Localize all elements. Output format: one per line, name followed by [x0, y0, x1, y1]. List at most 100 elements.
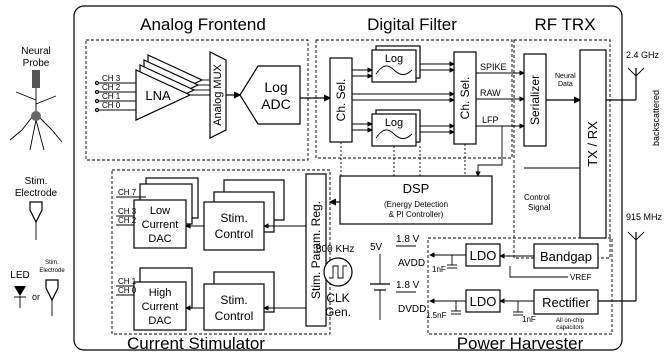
antenna-915mhz-icon [627, 231, 645, 301]
log-filter-bottom: Log [371, 109, 421, 147]
v5-label: 5V [370, 242, 383, 253]
neural-probe-label-2: Probe [23, 58, 50, 69]
digital-filter-title: Digital Filter [367, 15, 457, 34]
chip-boundary [73, 5, 623, 351]
dvdd-label: DVDD [398, 304, 426, 315]
clk-gen-label-1: CLK [326, 291, 349, 305]
power-harvester-box [427, 237, 613, 335]
tx-rx-label: TX / RX [585, 121, 600, 167]
ch-sel-left-label: Ch. Sel. [334, 79, 348, 122]
stim-control-high-label-2: Control [215, 309, 254, 323]
stim-control-low: Stim. Control [203, 179, 285, 251]
avdd-label: AVDD [398, 258, 425, 269]
ldo-bottom-label: LDO [470, 294, 497, 309]
analog-mux [209, 51, 227, 139]
cap-1nf-label: 1nF [432, 265, 446, 274]
low-dac-label-3: DAC [148, 233, 171, 245]
avdd-voltage: 1.8 V [396, 234, 420, 245]
ch3-label: CH 3 [102, 74, 121, 83]
antenna-24ghz-icon [627, 67, 645, 100]
control-signal-label-1: Control [524, 193, 550, 202]
cap-15nf-label: 1.5nF [426, 311, 447, 320]
backscattered-label: backscattered [651, 90, 661, 146]
log-adc-label-1: Log [264, 79, 287, 95]
clk-gen-label-2: Gen. [325, 305, 351, 319]
dvdd-voltage: 1.8 V [396, 280, 420, 291]
stim-electrode-icon [29, 201, 43, 224]
current-stimulator-title: Current Stimulator [127, 334, 265, 352]
ldo-top-label: LDO [470, 248, 497, 263]
power-harvester-title: Power Harvester [457, 334, 584, 352]
stim-control-low-label-2: Control [215, 227, 254, 241]
freq-24ghz-label: 2.4 GHz [626, 50, 660, 60]
current-stimulator-box [111, 169, 331, 335]
high-dac-label-1: High [149, 287, 172, 299]
bandgap-block [533, 243, 599, 269]
ch7-label: CH 7 [118, 188, 137, 197]
stim-ch3-label: CH 3 [118, 207, 137, 216]
stim-param-reg [305, 173, 327, 327]
clk-freq-label: 800 KHz [316, 244, 354, 255]
neural-probe-label-1: Neural [21, 46, 50, 57]
freq-915mhz-label: 915 MHz [626, 212, 663, 222]
ch0-label: CH 0 [102, 101, 121, 110]
high-dac-label-3: DAC [148, 315, 171, 327]
lfp-label: LFP [482, 115, 499, 125]
analog-mux-label: Analog MUX [212, 63, 224, 125]
spike-label: SPIKE [480, 62, 507, 72]
stim-ch1-label: CH 1 [118, 277, 137, 286]
stim-control-high-label-1: Stim. [220, 293, 247, 307]
neural-data-label-2: Data [558, 81, 573, 88]
log-bottom-label: Log [385, 117, 403, 129]
log-top-label: Log [385, 53, 403, 65]
ch2-label: CH 2 [102, 83, 121, 92]
stim-control-low-label-1: Stim. [220, 211, 247, 225]
log-filter-top: Log [371, 45, 421, 83]
tx-rx-block [579, 49, 607, 239]
led-icon [14, 286, 26, 296]
led-label: LED [10, 270, 29, 281]
serializer-label: Serializer [528, 75, 542, 125]
low-dac-label-2: Current [142, 219, 179, 231]
rf-trx-title: RF TRX [534, 15, 595, 34]
lna-amplifiers: LNA [135, 54, 204, 121]
stim-param-reg-label: Stim. Param. Reg. [309, 201, 323, 299]
rectifier-block [533, 289, 599, 315]
analog-frontend-title: Analog Frontend [140, 15, 266, 34]
dsp-block [339, 175, 493, 225]
dsp-sub-label-2: & PI Controller) [389, 210, 444, 219]
dsp-label: DSP [403, 181, 430, 196]
vref-label: VREF [570, 273, 591, 282]
stim-ch2-label: CH 2 [118, 216, 137, 225]
stim-ch0-label: CH 0 [118, 286, 137, 295]
log-adc [239, 65, 301, 125]
all-caps-label-2: capacitors [556, 325, 583, 331]
stim-electrode-label-2: Electrode [15, 188, 58, 199]
neural-data-label-1: Neural [555, 73, 576, 80]
low-dac-label-1: Low [150, 205, 170, 217]
ch-sel-right-label: Ch. Sel. [458, 77, 472, 120]
neuron-icon [9, 70, 63, 151]
stim-control-high: Stim. Control [203, 271, 275, 331]
bandgap-label: Bandgap [540, 249, 592, 264]
rectifier-label: Rectifier [542, 295, 590, 310]
high-dac-label-2: Current [142, 301, 179, 313]
control-signal-label-2: Signal [528, 203, 550, 212]
stim-electrode-small-icon [45, 279, 59, 302]
stim-electrode-label-1: Stim. [25, 176, 48, 187]
or-label: or [32, 292, 40, 302]
stim-small-label-1: Stim. [45, 260, 59, 266]
high-current-dac: High Current DAC [133, 267, 193, 331]
cap-ldo-label: 1nF [522, 315, 536, 324]
channel-inputs: CH 3 CH 2 CH 1 CH 0 [94, 74, 140, 113]
dsp-sub-label: (Energy Detection [384, 200, 448, 209]
stim-small-label-2: Electrode [39, 268, 65, 274]
analog-frontend-box [85, 39, 309, 161]
ch1-label: CH 1 [102, 92, 121, 101]
raw-label: RAW [480, 88, 501, 98]
all-caps-label-1: All on-chip [556, 318, 585, 324]
log-adc-label-2: ADC [261, 96, 291, 112]
lna-label: LNA [145, 88, 171, 103]
low-current-dac: Low Current DAC [133, 177, 199, 249]
